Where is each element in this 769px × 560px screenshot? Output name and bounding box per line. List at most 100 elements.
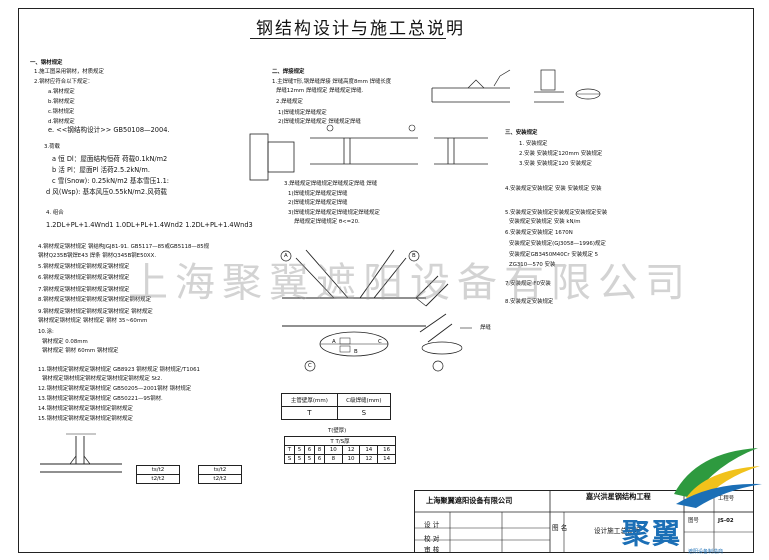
company-name: 上海聚翼遮阳设备有限公司: [426, 496, 513, 505]
drawing-frame: [18, 8, 754, 553]
title-block-lines: [414, 490, 754, 553]
col3-line-7: 6.安装规定安装规定 1670N: [505, 230, 573, 236]
sub-val: 8: [323, 454, 343, 464]
sub-cell: 12: [341, 445, 361, 455]
dim-left-value: t2/t2: [136, 474, 180, 484]
col1-line-13: 4. 组合: [46, 210, 64, 216]
logo-emblem: [674, 448, 762, 508]
sub-cell: 16: [377, 445, 396, 455]
sub-val: 10: [341, 454, 361, 464]
sub-val: 12: [359, 454, 379, 464]
col3-line-10: ZG310—570 安装: [509, 262, 556, 268]
col1-line-21: 9.钢材规定钢材规定钢材规定钢材规定 钢材规定: [38, 309, 153, 315]
col1-line-31: 15.钢材规定钢材规定钢材规定钢材规定: [38, 416, 133, 422]
col3-line-8: 安装规定安装规定(GJ3058—1996)规定: [509, 241, 606, 247]
company-watermark: 上海聚翼遮阳设备有限公司: [128, 260, 692, 306]
thickness-cell-left: T: [281, 406, 338, 420]
col1-line-5: c.钢材规定: [48, 109, 75, 115]
col3-line-12: 8.安装规定安装规定: [505, 299, 554, 305]
col1-line-24: 钢材规定 0.08mm: [42, 339, 88, 345]
circle-label-a: A: [284, 253, 288, 259]
pipe-joint-sketch: [249, 124, 488, 181]
drawing-name: 设计施工总说明: [594, 527, 641, 535]
col1-line-25: 钢材规定 钢材 60mm 钢材规定: [42, 348, 119, 354]
k-joint-sketch: [280, 249, 426, 372]
logo-text: 聚翼: [622, 517, 683, 550]
sub-val: 14: [377, 454, 396, 464]
dim-box-left: ts/t2 t2/t2: [136, 465, 180, 484]
thickness-cell-right: S: [336, 406, 392, 420]
sub-cell: 6: [303, 445, 315, 455]
col2-line-9: 3)焊缝规定焊缝规定焊缝规定焊缝规定: [288, 210, 380, 216]
col1-line-9: a 恒 Dl：屋面结构恒荷 荷载0.1kN/m2: [52, 155, 168, 163]
col2-line-2: 焊缝12mm 焊缝规定 焊缝规定焊缝.: [276, 88, 364, 94]
col1-line-4: b.钢材规定: [48, 99, 75, 105]
sub-cell: T: [284, 445, 295, 455]
dim-box-right: ts/t2 t2/t2: [198, 465, 242, 484]
col3-line-9: 安装规定GB3450M40Cr 安装规定 5: [509, 252, 599, 258]
col1-line-29: 13.钢材规定钢材规定钢材规定 GB50221—95钢材.: [38, 396, 163, 402]
row-design: 设 计: [424, 521, 440, 529]
weld-note: 焊缝: [480, 325, 491, 331]
title-underline: [250, 38, 446, 39]
col1-line-20: 8.钢材规定钢材规定钢材规定钢材规定钢材规定: [38, 297, 151, 303]
sub-val: 6: [313, 454, 325, 464]
col1-line-2: 2.钢材应符合以下规定：: [34, 79, 94, 85]
col1-line-14: 1.2DL+PL+1.4Wnd1 1.0DL+PL+1.4Wnd2 1.2DL+…: [46, 221, 253, 229]
col1-line-28: 12.钢材规定钢材规定钢材规定 GB50205—2001钢材 钢材规定: [38, 386, 192, 392]
col2-line-8: 2)焊缝规定焊缝规定焊缝: [288, 200, 348, 206]
col1-line-11: c 雪(Snow): 0.25kN/m2 基本雪压1.1:: [52, 177, 170, 185]
col1-line-18: 6.钢材规定钢材规定钢材规定钢材规定: [38, 275, 130, 281]
col1-line-10: b 活 Pl：屋面Pl 活荷2.5.2kN/m.: [52, 166, 150, 174]
circle-label-c: C: [308, 363, 312, 369]
col3-line-2: 2.安装 安装规定120mm 安装规定: [519, 151, 603, 157]
col1-line-17: 5.钢材规定钢材规定钢材规定钢材规定: [38, 264, 130, 270]
sub-val: 5: [303, 454, 315, 464]
col2-line-10: 焊缝规定焊缝规定 θ<=20.: [294, 219, 360, 225]
col1-line-12: d 风(Wsp): 基本风压0.55kN/m2.风荷载: [46, 188, 168, 196]
sub-table-title: T(壁厚): [328, 428, 347, 434]
sheet-number: JS-02: [718, 518, 734, 524]
thickness-header-left: 主管壁厚(mm): [281, 393, 338, 407]
dim-right-label: ts/t2: [198, 465, 242, 475]
col2-line-4: 1)焊缝规定焊缝规定: [278, 110, 327, 116]
thickness-subtable: T T/S厚 T 5 6 8 10 12 14 16 S 5 5 6 8 10 …: [284, 436, 396, 464]
col2-line-1: 1.主焊缝T形,钢焊缝焊接 焊缝高度8mm 焊缝长度: [272, 79, 392, 85]
col1-line-0: 一、钢材规定: [30, 60, 63, 66]
col3-line-1: 1. 安装规定: [519, 141, 548, 147]
col3-line-5: 5.安装规定安装规定安装规定安装规定安装: [505, 210, 608, 216]
dim-left-label: ts/t2: [136, 465, 180, 475]
sub-cell: 8: [313, 445, 325, 455]
pipe-label-a: A: [332, 339, 336, 345]
col2-line-3: 2.焊缝规定: [276, 99, 303, 105]
col2-line-6: 3.焊缝规定焊缝规定焊缝规定焊缝 焊缝: [284, 181, 378, 187]
col1-line-8: 3.荷载: [44, 144, 60, 150]
sub-table-head: T T/S厚: [284, 436, 396, 446]
col1-line-7: e. <<钢结构设计>> GB50108—2004.: [48, 126, 170, 134]
pipe-label-c: C: [378, 339, 382, 345]
col1-line-26: 11.钢材规定钢材规定钢材规定 GB8923 钢材规定 钢材规定/T1061: [38, 367, 200, 373]
branch-joint-sketch: [415, 275, 472, 372]
col2-line-5: 2)焊缝规定焊缝规定 焊缝规定焊缝: [278, 119, 361, 125]
sheet-label: 图号: [688, 518, 699, 524]
col1-line-19: 7.钢材规定钢材规定钢材规定钢材规定: [38, 287, 130, 293]
col1-line-16: 钢材Q235B钢焊E43 焊条 钢材Q345B钢E50XX.: [38, 253, 157, 259]
col2-line-0: 二、焊接规定: [272, 69, 305, 75]
col1-line-6: d.钢材规定: [48, 119, 75, 125]
col2-line-7: 1)焊缝规定焊缝规定焊缝: [288, 191, 348, 197]
sub-val: S: [284, 454, 295, 464]
sub-cell: 10: [323, 445, 343, 455]
col3-line-3: 3.安装 安装规定120 安装规定: [519, 161, 592, 167]
sub-val: 5: [293, 454, 305, 464]
sub-cell: 5: [293, 445, 305, 455]
col3-line-11: 7.安装规定 F0安装: [505, 281, 551, 287]
thickness-header-right: C级焊缝(mm): [336, 393, 392, 407]
col3-line-0: 三、安装规定: [505, 130, 538, 136]
col3-line-6: 安装规定安装规定 安装 kN/m: [509, 219, 581, 225]
col1-line-23: 10.涂:: [38, 329, 54, 335]
row-approve: 审 核: [424, 546, 440, 554]
circle-label-b: B: [412, 253, 416, 259]
sub-cell: 14: [359, 445, 379, 455]
dim-right-value: t2/t2: [198, 474, 242, 484]
col1-line-1: 1.施工图采用钢材，材质规定: [34, 69, 104, 75]
